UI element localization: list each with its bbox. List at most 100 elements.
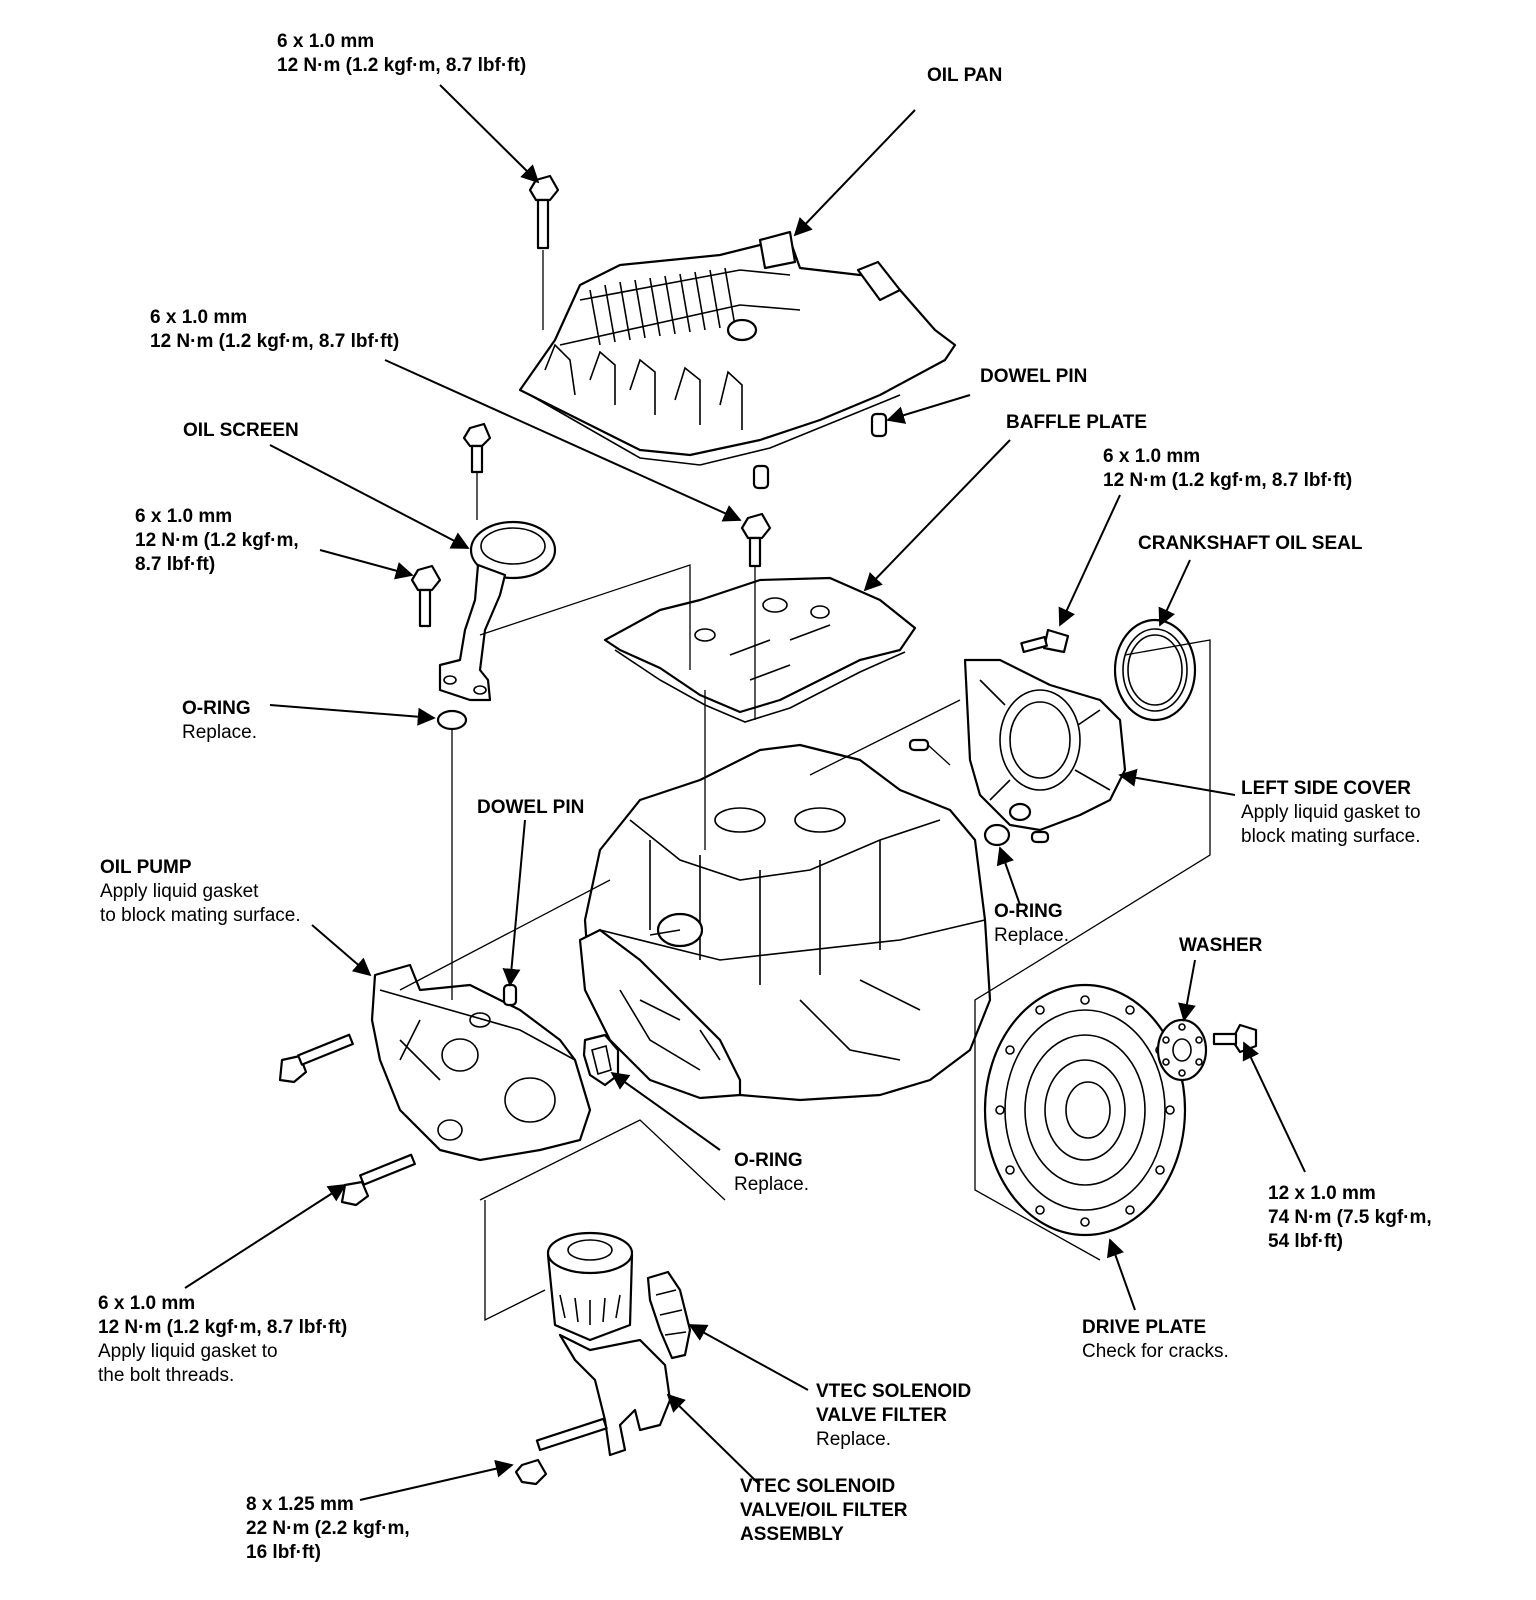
part-name: CRANKSHAFT OIL SEAL — [1138, 533, 1363, 554]
label-bolt-vtec: 8 x 1.25 mm 22 N·m (2.2 kgf·m, 16 lbf·ft… — [246, 1493, 410, 1565]
bolt-torque: 8.7 lbf·ft) — [135, 554, 216, 575]
engine-block — [578, 743, 992, 1102]
label-crankshaft-oil-seal: CRANKSHAFT OIL SEAL — [1138, 532, 1362, 556]
part-name: VALVE/OIL FILTER — [740, 1500, 908, 1521]
part-note: Replace. — [182, 722, 257, 743]
label-baffle-plate: BAFFLE PLATE — [1006, 411, 1147, 435]
bolt-spec: 12 x 1.0 mm — [1268, 1183, 1376, 1204]
vtec-solenoid-valve-filter — [646, 1270, 692, 1360]
dowel-pin-oil-pan — [870, 412, 888, 438]
label-dowel-pin-pump: DOWEL PIN — [477, 796, 584, 820]
label-bolt-oil-screen: 6 x 1.0 mm 12 N·m (1.2 kgf·m, 8.7 lbf·ft… — [135, 505, 299, 577]
label-oil-pan: OIL PAN — [927, 64, 1002, 88]
dowel-pin-oil-pan-2 — [752, 464, 770, 490]
label-bolt-baffle: 6 x 1.0 mm 12 N·m (1.2 kgf·m, 8.7 lbf·ft… — [150, 306, 399, 354]
bolt-torque: 54 lbf·ft) — [1268, 1231, 1343, 1252]
part-name: OIL PUMP — [100, 857, 192, 878]
oil-pan-fins — [589, 267, 736, 346]
part-note: to block mating surface. — [100, 905, 301, 926]
leader-lines — [184, 84, 1306, 1501]
baffle-plate — [603, 576, 917, 723]
part-note: Apply liquid gasket to — [1241, 802, 1421, 823]
bolt-drive-plate — [1212, 1023, 1258, 1054]
part-name: VTEC SOLENOID — [816, 1381, 972, 1402]
label-left-side-cover: LEFT SIDE COVER Apply liquid gasket to b… — [1241, 777, 1421, 849]
part-name: OIL SCREEN — [183, 420, 299, 441]
o-ring-oil-pump — [582, 1033, 620, 1087]
bolt-baffle-plate — [740, 512, 772, 568]
crankshaft-oil-seal — [1113, 618, 1197, 722]
part-name: VTEC SOLENOID — [740, 1476, 896, 1497]
bolt-torque: 12 N·m (1.2 kgf·m, — [135, 530, 299, 551]
bolt-oil-pump-lower — [340, 1153, 416, 1207]
bolt-vtec-assembly — [514, 1417, 608, 1486]
label-o-ring-cover: O-RING Replace. — [994, 900, 1069, 948]
label-dowel-pin-pan: DOWEL PIN — [980, 365, 1087, 389]
label-bolt-left-cover: 6 x 1.0 mm 12 N·m (1.2 kgf·m, 8.7 lbf·ft… — [1103, 445, 1352, 493]
left-side-cover — [963, 658, 1127, 832]
part-name: LEFT SIDE COVER — [1241, 778, 1411, 799]
label-vtec-assembly: VTEC SOLENOID VALVE/OIL FILTER ASSEMBLY — [740, 1475, 907, 1547]
part-name: OIL PAN — [927, 65, 1003, 86]
alignment-guides — [399, 250, 1211, 1322]
part-note: Apply liquid gasket to — [98, 1341, 278, 1362]
label-o-ring-screen: O-RING Replace. — [182, 697, 257, 745]
o-ring-oil-screen — [436, 709, 468, 731]
drive-plate — [983, 983, 1187, 1237]
bolt-torque: 12 N·m (1.2 kgf·m, 8.7 lbf·ft) — [98, 1317, 348, 1338]
bolt-spec: 6 x 1.0 mm — [277, 31, 375, 52]
label-bolt-pump: 6 x 1.0 mm 12 N·m (1.2 kgf·m, 8.7 lbf·ft… — [98, 1292, 347, 1388]
part-name: DOWEL PIN — [980, 366, 1088, 387]
part-note: Replace. — [994, 925, 1069, 946]
part-note: Replace. — [816, 1429, 891, 1450]
bolt-torque: 16 lbf·ft) — [246, 1542, 321, 1563]
part-name: DRIVE PLATE — [1082, 1317, 1207, 1338]
bolt-left-side-cover — [1020, 628, 1070, 654]
bolt-torque: 74 N·m (7.5 kgf·m, — [1268, 1207, 1432, 1228]
bolt-spec: 6 x 1.0 mm — [98, 1293, 196, 1314]
bolt-spec: 6 x 1.0 mm — [1103, 446, 1201, 467]
dowel-pin-left-cover — [908, 738, 930, 752]
bolt-spec: 6 x 1.0 mm — [150, 307, 248, 328]
label-bolt-drive-plate: 12 x 1.0 mm 74 N·m (7.5 kgf·m, 54 lbf·ft… — [1268, 1182, 1432, 1254]
label-bolt-oil-pan: 6 x 1.0 mm 12 N·m (1.2 kgf·m, 8.7 lbf·ft… — [277, 30, 526, 78]
bolt-oil-pan — [528, 174, 560, 250]
part-name: O-RING — [182, 698, 251, 719]
bolt-torque: 12 N·m (1.2 kgf·m, 8.7 lbf·ft) — [1103, 470, 1353, 491]
oil-pan — [518, 230, 957, 466]
label-washer: WASHER — [1179, 934, 1262, 958]
bolt-spec: 6 x 1.0 mm — [135, 506, 233, 527]
bolt-oil-pump-long — [278, 1033, 354, 1084]
label-oil-screen: OIL SCREEN — [183, 419, 299, 443]
part-name: ASSEMBLY — [740, 1524, 844, 1545]
label-oil-pump: OIL PUMP Apply liquid gasket to block ma… — [100, 856, 301, 928]
oil-screen — [438, 520, 557, 702]
part-note: Replace. — [734, 1174, 809, 1195]
label-vtec-solenoid-valve-filter: VTEC SOLENOID VALVE FILTER Replace. — [816, 1380, 971, 1452]
label-drive-plate: DRIVE PLATE Check for cracks. — [1082, 1316, 1229, 1364]
bolt-torque: 12 N·m (1.2 kgf·m, 8.7 lbf·ft) — [150, 331, 400, 352]
o-ring-left-side-cover — [983, 823, 1011, 847]
part-name: WASHER — [1179, 935, 1263, 956]
part-name: BAFFLE PLATE — [1006, 412, 1148, 433]
part-name: VALVE FILTER — [816, 1405, 947, 1426]
bolt-oil-screen-top — [462, 422, 492, 474]
part-name: O-RING — [994, 901, 1063, 922]
part-name: O-RING — [734, 1150, 803, 1171]
part-note: block mating surface. — [1241, 826, 1421, 847]
bolt-spec: 8 x 1.25 mm — [246, 1494, 354, 1515]
dowel-pin-oil-pump — [502, 983, 518, 1007]
bolt-torque: 12 N·m (1.2 kgf·m, 8.7 lbf·ft) — [277, 55, 527, 76]
washer — [1156, 1018, 1208, 1082]
part-note: the bolt threads. — [98, 1365, 235, 1386]
vtec-oil-filter-assembly — [546, 1231, 672, 1457]
dowel-pin-left-cover-2 — [1030, 830, 1050, 844]
oil-pump — [370, 963, 592, 1162]
label-o-ring-pump: O-RING Replace. — [734, 1149, 809, 1197]
bolt-oil-screen-side — [410, 564, 442, 628]
part-note: Apply liquid gasket — [100, 881, 259, 902]
part-note: Check for cracks. — [1082, 1341, 1229, 1362]
bolt-torque: 22 N·m (2.2 kgf·m, — [246, 1518, 410, 1539]
part-name: DOWEL PIN — [477, 797, 585, 818]
